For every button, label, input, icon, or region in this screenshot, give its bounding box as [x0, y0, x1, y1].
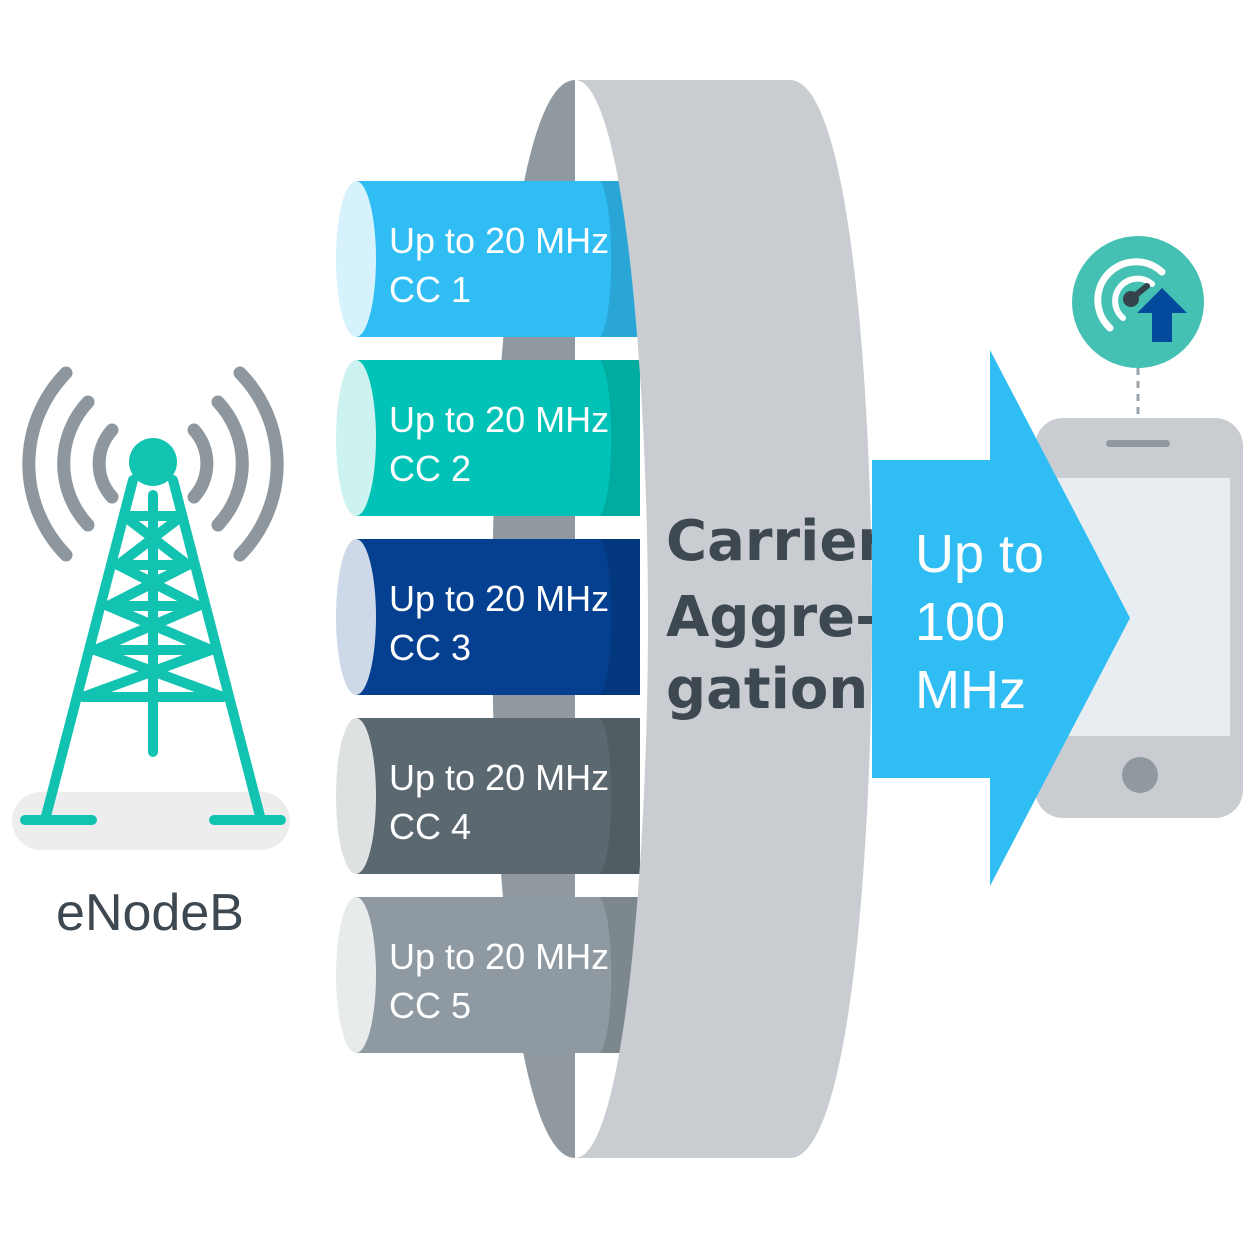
output-arrow: [872, 350, 1130, 886]
carrier-bandwidth-label: Up to 20 MHz: [389, 220, 609, 261]
carrier-name-label: CC 3: [389, 627, 471, 668]
output-label-line2: 100: [915, 592, 1005, 652]
carrier-body: [356, 360, 640, 516]
carrier-bandwidth-label: Up to 20 MHz: [389, 936, 609, 977]
carrier-body: [356, 539, 640, 695]
component-carrier-5: Up to 20 MHz CC 5: [336, 897, 640, 1053]
carrier-body: [356, 718, 640, 874]
component-carrier-4: Up to 20 MHz CC 4: [336, 718, 640, 874]
carrier-shade: [600, 539, 640, 695]
carrier-body: [356, 181, 640, 337]
aggregation-label-line1: Carrier: [666, 509, 885, 574]
aggregation-label-line2: Aggre-: [666, 585, 878, 650]
carrier-shade: [600, 718, 640, 874]
radio-tower-icon: [12, 366, 290, 850]
carrier-bandwidth-label: Up to 20 MHz: [389, 399, 609, 440]
aggregation-ring: [575, 80, 872, 1158]
carrier-bandwidth-label: Up to 20 MHz: [389, 757, 609, 798]
component-carrier-1: Up to 20 MHz CC 1: [336, 181, 640, 337]
carrier-name-label: CC 2: [389, 448, 471, 489]
carrier-end-cap: [336, 718, 376, 874]
base-station-label: eNodeB: [56, 884, 244, 942]
carrier-name-label: CC 5: [389, 985, 471, 1026]
carrier-end-cap: [336, 360, 376, 516]
carrier-shade: [600, 360, 640, 516]
component-carrier-2: Up to 20 MHz CC 2: [336, 360, 640, 516]
carrier-name-label: CC 1: [389, 269, 471, 310]
output-label-line1: Up to: [915, 524, 1044, 584]
carrier-end-cap: [336, 897, 376, 1053]
carrier-end-cap: [336, 181, 376, 337]
speedometer-upload-icon: [1072, 236, 1204, 368]
carrier-body: [356, 897, 640, 1053]
aggregation-label-line3: gation: [666, 657, 868, 722]
output-label-line3: MHz: [915, 660, 1026, 720]
carrier-bandwidth-label: Up to 20 MHz: [389, 578, 609, 619]
carrier-name-label: CC 4: [389, 806, 471, 847]
carrier-end-cap: [336, 539, 376, 695]
component-carrier-3: Up to 20 MHz CC 3: [336, 539, 640, 695]
